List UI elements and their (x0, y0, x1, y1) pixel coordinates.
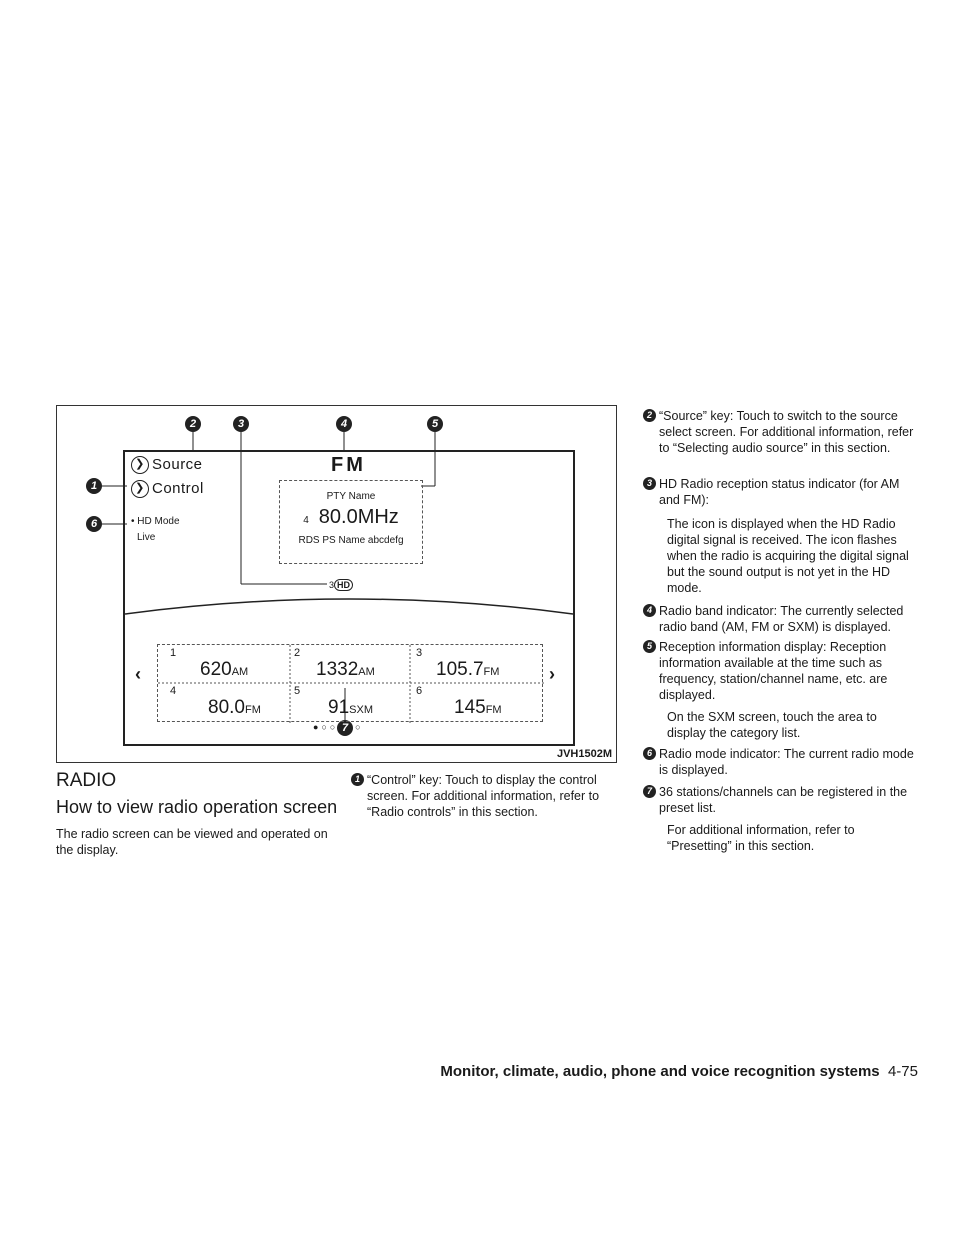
preset-freq: 91 (328, 697, 350, 718)
item-2: 2 “Source” key: Touch to switch to the s… (643, 408, 915, 456)
intro-text: The radio screen can be viewed and opera… (56, 827, 328, 857)
subsection-title: How to view radio operation screen (56, 797, 338, 817)
item-number: 1 (351, 773, 364, 786)
callout-1: 1 (86, 478, 102, 494)
preset-band: AM (358, 666, 375, 678)
item-text: HD Radio reception status indicator (for… (659, 477, 900, 507)
figure-code: JVH1502M (556, 748, 612, 760)
preset-note: For additional information, refer to “Pr… (667, 823, 855, 853)
prev-arrow-icon[interactable]: ‹ (135, 664, 141, 684)
page-dots: ●○○○○○ (313, 722, 364, 732)
preset-num: 4 (170, 685, 177, 697)
item-number: 6 (643, 747, 656, 760)
reception-info-display[interactable]: PTY Name 4 80.0MHz RDS PS Name abcdefg (279, 480, 423, 564)
chevron-right-icon: ❯ (131, 480, 149, 499)
item-text: Reception information display: Reception… (659, 640, 888, 702)
preset-freq: 620 (200, 659, 232, 680)
section-title: RADIO (56, 770, 117, 791)
item-1: 1 “Control” key: Touch to display the co… (351, 772, 616, 820)
preset-freq: 80.0 (208, 697, 245, 718)
preset-num: 3 (416, 647, 423, 659)
sxm-note: On the SXM screen, touch the area to dis… (667, 710, 877, 740)
item-number: 4 (643, 604, 656, 617)
dot-active-icon: ● (313, 722, 322, 732)
pty-name: PTY Name (326, 491, 376, 502)
preset-num: 5 (294, 685, 301, 697)
callout-5: 5 (427, 416, 443, 432)
callout-2: 2 (185, 416, 201, 432)
frequency: 80.0MHz (318, 506, 399, 528)
hd-radio-icon: HD (334, 579, 354, 591)
preset-freq: 105.7 (436, 659, 484, 680)
preset-num: 1 (170, 647, 177, 659)
footer-section: Monitor, climate, audio, phone and voice… (440, 1063, 880, 1080)
item-number: 2 (643, 409, 656, 422)
item-number: 7 (643, 785, 656, 798)
hd-note: The icon is displayed when the HD Radio … (667, 517, 909, 595)
preset-freq: 145 (454, 697, 486, 718)
page-footer: Monitor, climate, audio, phone and voice… (440, 1063, 918, 1080)
item-text: Radio band indicator: The currently sele… (659, 604, 904, 634)
preset-num: 6 (416, 685, 423, 697)
control-key[interactable]: ❯Control (131, 480, 204, 499)
callout-3: 3 (233, 416, 249, 432)
item-text: 36 stations/channels can be registered i… (659, 785, 908, 815)
callout-7: 7 (337, 720, 353, 736)
leader-lines (102, 432, 436, 720)
rds-ps-name: RDS PS Name abcdefg (298, 535, 404, 546)
preset-num: 2 (294, 647, 301, 659)
preset-band: FM (244, 704, 261, 716)
source-key[interactable]: ❯Source (131, 456, 203, 475)
hd-mode-value: Live (137, 532, 156, 543)
radio-screen: ❯Source ❯Control FM • HD Mode Live PTY N… (123, 450, 575, 746)
item-text: “Control” key: Touch to display the cont… (367, 773, 600, 819)
item-text: “Source” key: Touch to switch to the sou… (659, 409, 914, 455)
preset-band: FM (485, 704, 502, 716)
item-text: Radio mode indicator: The current radio … (659, 747, 914, 777)
callout-6: 6 (86, 516, 102, 532)
item-6: 6 Radio mode indicator: The current radi… (643, 746, 915, 778)
radio-figure: 2 3 4 5 1 6 7 ❯Source ❯Control FM • HD M… (56, 405, 617, 763)
source-key-label: Source (152, 456, 203, 473)
frequency-row: 4 80.0MHz (280, 506, 422, 529)
dot-inactive-icon: ○○○○○ (321, 722, 364, 732)
band-indicator: FM (331, 454, 366, 476)
preset-number: 4 (303, 515, 309, 526)
item-5: 5 Reception information display: Recepti… (643, 639, 915, 703)
page-number: 4-75 (887, 1063, 918, 1080)
hd-channel: 3 (329, 580, 335, 590)
screen-divider (125, 598, 573, 615)
preset-grid (158, 645, 544, 723)
item-3: 3 HD Radio reception status indicator (f… (643, 476, 915, 508)
item-number: 5 (643, 640, 656, 653)
control-key-label: Control (152, 480, 204, 497)
item-7: 7 36 stations/channels can be registered… (643, 784, 915, 816)
preset-band: FM (483, 666, 500, 678)
chevron-right-icon: ❯ (131, 456, 149, 475)
hd-mode-label: • HD Mode (131, 516, 180, 527)
preset-freq: 1332 (316, 659, 359, 680)
next-arrow-icon[interactable]: › (549, 664, 555, 684)
preset-band: AM (231, 666, 249, 678)
callout-4: 4 (336, 416, 352, 432)
item-number: 3 (643, 477, 656, 490)
item-4: 4 Radio band indicator: The currently se… (643, 603, 915, 635)
preset-band: SXM (349, 704, 373, 716)
